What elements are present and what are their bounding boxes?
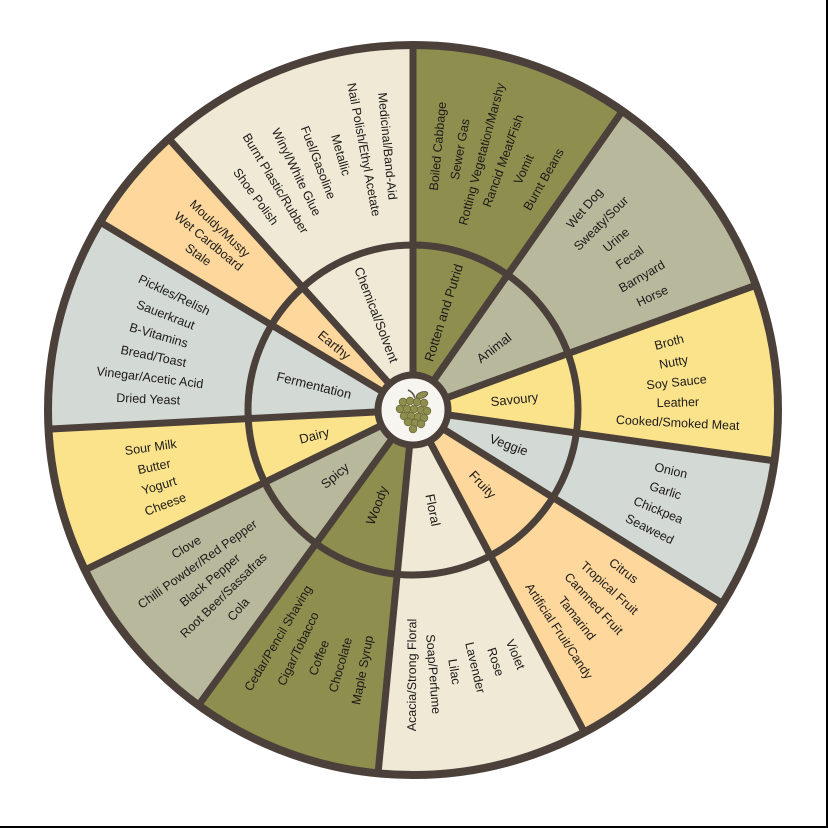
grape-berry — [403, 417, 413, 427]
grape-berry — [408, 424, 418, 434]
grape-berry — [412, 397, 422, 407]
category-sector-savoury[interactable] — [445, 353, 578, 433]
aroma-sector-earthy[interactable] — [100, 138, 303, 326]
grape-berry — [419, 398, 429, 408]
aroma-label-butter: Butter — [136, 456, 172, 477]
category-sector-woody[interactable] — [316, 438, 410, 575]
aroma-label-dried-yeast: Dried Yeast — [116, 391, 181, 408]
category-label-floral: Floral — [422, 493, 443, 528]
sector-divider — [166, 136, 393, 387]
aroma-label-nutty: Nutty — [658, 353, 690, 372]
sector-divider — [83, 422, 384, 574]
category-sector-spicy[interactable] — [264, 425, 393, 544]
grape-berry — [409, 404, 419, 414]
grape-berry — [416, 419, 426, 429]
category-label-savoury: Savoury — [490, 389, 539, 409]
aroma-sector-fermentation[interactable] — [47, 222, 272, 430]
aroma-label-soy-sauce: Soy Sauce — [646, 372, 708, 392]
sector-divider — [374, 444, 414, 774]
aroma-sector-dairy[interactable] — [48, 418, 265, 571]
aroma-sector-rotten-and-putrid[interactable] — [413, 45, 623, 275]
grape-berry — [402, 404, 412, 414]
sector-divider — [48, 408, 379, 433]
grape-leaf — [415, 391, 429, 399]
category-sector-animal[interactable] — [433, 274, 569, 399]
aroma-label-lilac: Lilac — [445, 658, 463, 686]
grape-stem — [407, 389, 416, 399]
category-sector-earthy[interactable] — [271, 287, 390, 392]
grape-berry — [395, 404, 405, 414]
outer-ring-border — [44, 41, 782, 779]
category-sector-floral[interactable] — [397, 440, 491, 575]
aroma-sector-floral[interactable] — [378, 555, 585, 776]
sector-divider — [98, 219, 385, 395]
category-sector-fermentation[interactable] — [247, 325, 383, 419]
aroma-sector-chemical-solvent[interactable] — [168, 45, 413, 288]
category-sector-chemical-solvent[interactable] — [302, 245, 413, 384]
aroma-label-cooked-smoked-meat: Cooked/Smoked Meat — [616, 413, 741, 433]
aroma-label-acacia-strong-floral: Acacia/Strong Floral — [405, 619, 419, 732]
aroma-sector-woody[interactable] — [198, 543, 398, 774]
grapes-icon — [395, 389, 432, 434]
aroma-label-soap-perfume: Soap/Perfume — [423, 634, 443, 715]
category-sector-fruity[interactable] — [429, 428, 553, 556]
sector-divider — [447, 411, 775, 465]
inner-ring-border — [244, 241, 582, 579]
sector-divider — [440, 425, 725, 607]
aroma-sector-animal[interactable] — [507, 111, 756, 354]
sector-divider — [430, 109, 626, 384]
category-sector-veggie[interactable] — [442, 414, 577, 498]
wheel-dividers — [44, 41, 782, 779]
sector-divider — [426, 439, 588, 734]
category-sector-dairy[interactable] — [248, 411, 382, 483]
aroma-sector-veggie[interactable] — [552, 432, 775, 604]
aroma-label-leather: Leather — [657, 395, 700, 410]
grape-berry — [422, 406, 432, 416]
category-label-dairy: Dairy — [298, 424, 332, 446]
sector-divider — [195, 436, 396, 708]
grape-berry — [405, 396, 415, 406]
wheel-center — [374, 371, 452, 449]
aroma-sector-savoury[interactable] — [568, 285, 778, 461]
category-sector-rotten-and-putrid[interactable] — [413, 245, 508, 382]
sector-divider — [444, 281, 758, 402]
grape-berry — [398, 397, 408, 407]
